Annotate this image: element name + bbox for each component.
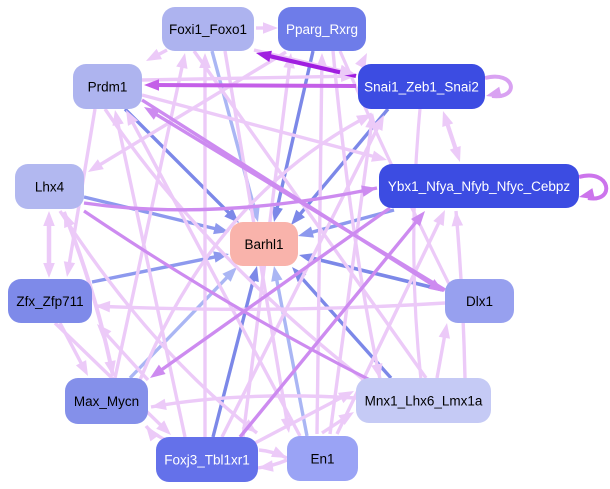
svg-text:Pparg_Rxrg: Pparg_Rxrg	[286, 22, 358, 37]
svg-text:Foxj3_Tbl1xr1: Foxj3_Tbl1xr1	[164, 453, 250, 468]
svg-text:Barhl1: Barhl1	[244, 237, 283, 252]
svg-text:Lhx4: Lhx4	[35, 180, 65, 195]
svg-text:Dlx1: Dlx1	[466, 294, 493, 309]
svg-text:En1: En1	[310, 452, 334, 467]
svg-text:Foxi1_Foxo1: Foxi1_Foxo1	[169, 22, 247, 37]
svg-text:Zfx_Zfp711: Zfx_Zfp711	[16, 294, 83, 309]
svg-text:Prdm1: Prdm1	[88, 80, 128, 95]
svg-text:Mnx1_Lhx6_Lmx1a: Mnx1_Lhx6_Lmx1a	[365, 394, 483, 409]
svg-text:Max_Mycn: Max_Mycn	[74, 394, 139, 409]
svg-text:Ybx1_Nfya_Nfyb_Nfyc_Cebpz: Ybx1_Nfya_Nfyb_Nfyc_Cebpz	[388, 179, 571, 194]
svg-text:Snai1_Zeb1_Snai2: Snai1_Zeb1_Snai2	[364, 80, 479, 95]
